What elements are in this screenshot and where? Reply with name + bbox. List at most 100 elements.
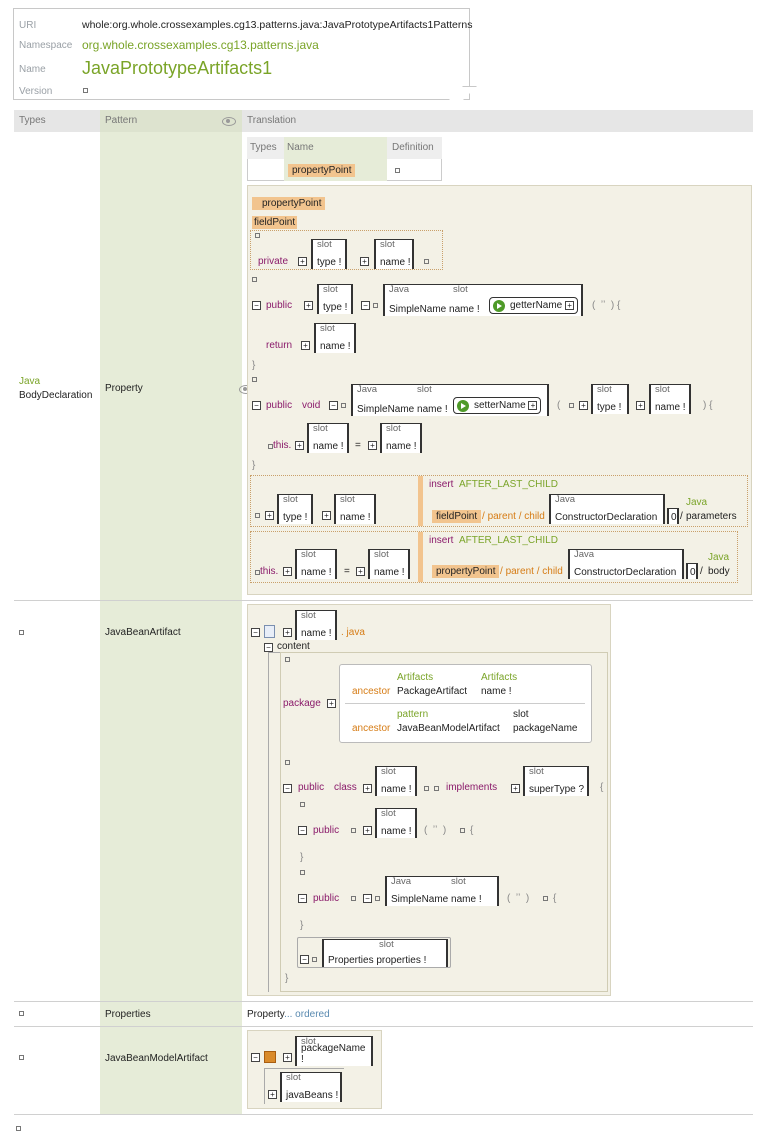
expand-icon[interactable]: + bbox=[298, 257, 307, 266]
placeholder-icon[interactable] bbox=[373, 303, 378, 308]
row3-translation[interactable]: Property... ordered bbox=[247, 1009, 330, 1020]
placeholder-icon[interactable] bbox=[375, 896, 380, 901]
row1-pattern[interactable]: Property bbox=[105, 383, 143, 394]
add-row-placeholder[interactable] bbox=[16, 1126, 21, 1131]
expand-icon[interactable]: + bbox=[356, 567, 365, 576]
expand-icon[interactable]: + bbox=[301, 341, 310, 350]
collapse-icon[interactable]: − bbox=[298, 826, 307, 835]
collapse-icon[interactable]: − bbox=[264, 643, 273, 652]
placeholder-icon[interactable] bbox=[424, 259, 429, 264]
collapse-icon[interactable]: − bbox=[298, 894, 307, 903]
placeholder-icon[interactable] bbox=[255, 513, 260, 518]
placeholder-icon[interactable] bbox=[268, 444, 273, 449]
placeholder-icon[interactable] bbox=[19, 1011, 24, 1016]
uri-value[interactable]: whole:org.whole.crossexamples.cg13.patte… bbox=[82, 19, 473, 31]
setter-name-button[interactable]: setterName + bbox=[453, 397, 542, 414]
collapse-icon[interactable]: − bbox=[363, 894, 372, 903]
placeholder-icon[interactable] bbox=[351, 828, 356, 833]
placeholder-icon[interactable] bbox=[285, 760, 290, 765]
visibility-icon[interactable] bbox=[222, 116, 236, 126]
expand-icon[interactable]: + bbox=[268, 1090, 277, 1099]
expand-icon[interactable]: + bbox=[283, 1053, 292, 1062]
expand-icon[interactable]: + bbox=[528, 400, 538, 410]
expand-icon[interactable]: + bbox=[363, 784, 372, 793]
namespace-value[interactable]: org.whole.crossexamples.cg13.patterns.ja… bbox=[82, 38, 319, 52]
expand-icon[interactable]: + bbox=[363, 826, 372, 835]
placeholder-icon[interactable] bbox=[19, 1055, 24, 1060]
expand-icon[interactable]: + bbox=[265, 511, 274, 520]
expand-icon[interactable]: + bbox=[636, 401, 645, 410]
placeholder-icon[interactable] bbox=[252, 377, 257, 382]
field-point-label[interactable]: fieldPoint bbox=[252, 216, 298, 229]
expand-icon[interactable]: + bbox=[283, 567, 292, 576]
placeholder-icon[interactable] bbox=[460, 828, 465, 833]
placeholder-icon[interactable] bbox=[252, 277, 257, 282]
placeholder-icon[interactable] bbox=[285, 657, 290, 662]
collapse-icon[interactable]: − bbox=[283, 784, 292, 793]
collapse-icon[interactable]: − bbox=[252, 301, 261, 310]
collapse-icon[interactable]: − bbox=[251, 1053, 260, 1062]
collapse-icon[interactable]: − bbox=[329, 401, 338, 410]
expand-icon[interactable]: + bbox=[327, 699, 336, 708]
row2-pattern[interactable]: JavaBeanArtifact bbox=[105, 627, 181, 638]
placeholder-icon[interactable] bbox=[341, 403, 346, 408]
row3-pattern[interactable]: Properties bbox=[105, 1009, 151, 1020]
insert-position[interactable]: AFTER_LAST_CHILD bbox=[459, 479, 558, 490]
placeholder-icon[interactable] bbox=[300, 870, 305, 875]
vt-def-placeholder[interactable] bbox=[395, 168, 400, 173]
collapse-icon[interactable]: − bbox=[300, 955, 309, 964]
expand-icon[interactable]: + bbox=[322, 511, 331, 520]
field-point-ref[interactable]: fieldPoint bbox=[432, 510, 482, 523]
expand-icon[interactable]: + bbox=[295, 441, 304, 450]
placeholder-icon[interactable] bbox=[434, 786, 439, 791]
version-placeholder-icon[interactable] bbox=[83, 88, 88, 93]
expand-icon[interactable]: + bbox=[368, 441, 377, 450]
expand-icon[interactable]: + bbox=[511, 784, 520, 793]
collapse-icon[interactable]: − bbox=[361, 301, 370, 310]
expand-icon[interactable]: + bbox=[579, 401, 588, 410]
placeholder-icon[interactable] bbox=[255, 233, 260, 238]
getter-name-button[interactable]: getterName + bbox=[489, 297, 579, 314]
property-point-label[interactable]: propertyPoint bbox=[252, 197, 326, 210]
placeholder-icon[interactable] bbox=[300, 802, 305, 807]
placeholder-icon[interactable] bbox=[351, 896, 356, 901]
placeholder-icon[interactable] bbox=[424, 786, 429, 791]
placeholder-icon[interactable] bbox=[255, 570, 260, 575]
row1-type-name[interactable]: BodyDeclaration bbox=[19, 390, 93, 401]
index-slot[interactable]: 0 bbox=[686, 563, 698, 579]
placeholder-icon[interactable] bbox=[19, 630, 24, 635]
row4-pattern[interactable]: JavaBeanModelArtifact bbox=[105, 1053, 208, 1064]
index-slot[interactable]: 0 bbox=[667, 508, 679, 524]
collapse-icon[interactable]: − bbox=[252, 401, 261, 410]
placeholder-icon[interactable] bbox=[569, 403, 574, 408]
placeholder-icon[interactable] bbox=[543, 896, 548, 901]
vt-row-name[interactable]: propertyPoint bbox=[288, 164, 356, 177]
placeholder-icon[interactable] bbox=[312, 957, 317, 962]
insert-position[interactable]: AFTER_LAST_CHILD bbox=[459, 535, 558, 546]
property-point-ref[interactable]: propertyPoint bbox=[432, 565, 500, 578]
expand-icon[interactable]: + bbox=[565, 300, 575, 310]
expand-icon[interactable]: + bbox=[283, 628, 292, 637]
collapse-icon[interactable]: − bbox=[251, 628, 260, 637]
